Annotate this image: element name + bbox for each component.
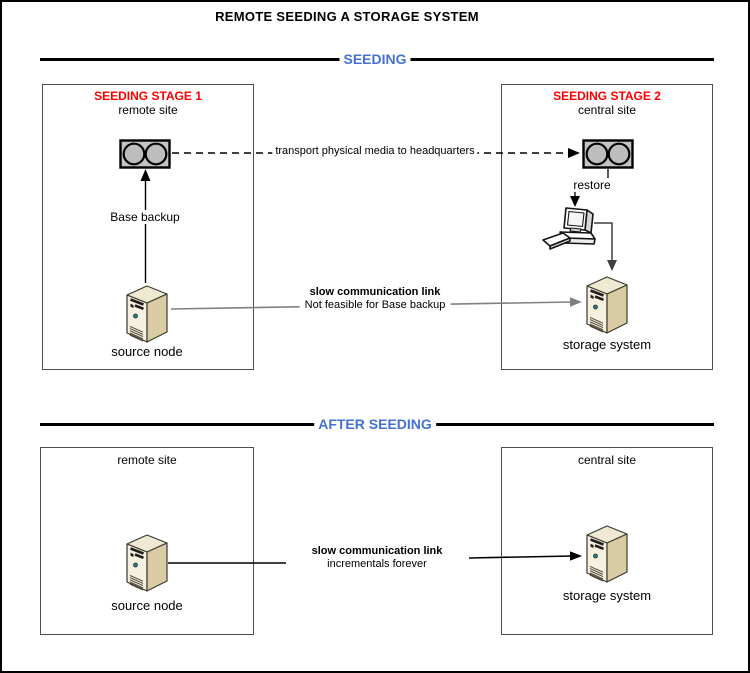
after-central-site-label: central site (577, 453, 637, 467)
storage-system-label-seeding: storage system (562, 337, 652, 352)
stage2-title: SEEDING STAGE 2 (553, 89, 661, 103)
after-central-site-box: central site (501, 447, 713, 635)
storage-system-label-after: storage system (562, 588, 652, 603)
restore-label: restore (571, 178, 613, 192)
page-title: REMOTE SEEDING A STORAGE SYSTEM (215, 9, 479, 24)
after-seeding-divider-label: AFTER SEEDING (314, 416, 436, 432)
slow-link-labels-after: slow communication link incrementals for… (306, 544, 448, 571)
after-remote-site-label: remote site (117, 453, 177, 467)
slow-link-note-after: incrementals forever (327, 558, 427, 570)
base-backup-label: Base backup (108, 210, 182, 224)
stage1-title: SEEDING STAGE 1 (94, 89, 202, 103)
stage1-subtitle: remote site (118, 103, 178, 117)
slow-link-title-seeding: slow communication link (309, 286, 441, 298)
seeding-stage2-box: SEEDING STAGE 2 central site (501, 84, 713, 370)
slow-link-labels-seeding: slow communication link Not feasible for… (299, 285, 451, 312)
slow-link-note-seeding: Not feasible for Base backup (304, 299, 446, 311)
seeding-stage1-box: SEEDING STAGE 1 remote site (42, 84, 254, 370)
stage2-subtitle: central site (577, 103, 637, 117)
source-node-label-after: source node (111, 598, 183, 613)
source-node-label-seeding: source node (111, 344, 183, 359)
transport-label: transport physical media to headquarters (272, 145, 478, 157)
slow-link-title-after: slow communication link (311, 545, 443, 557)
seeding-divider-label: SEEDING (339, 51, 411, 67)
